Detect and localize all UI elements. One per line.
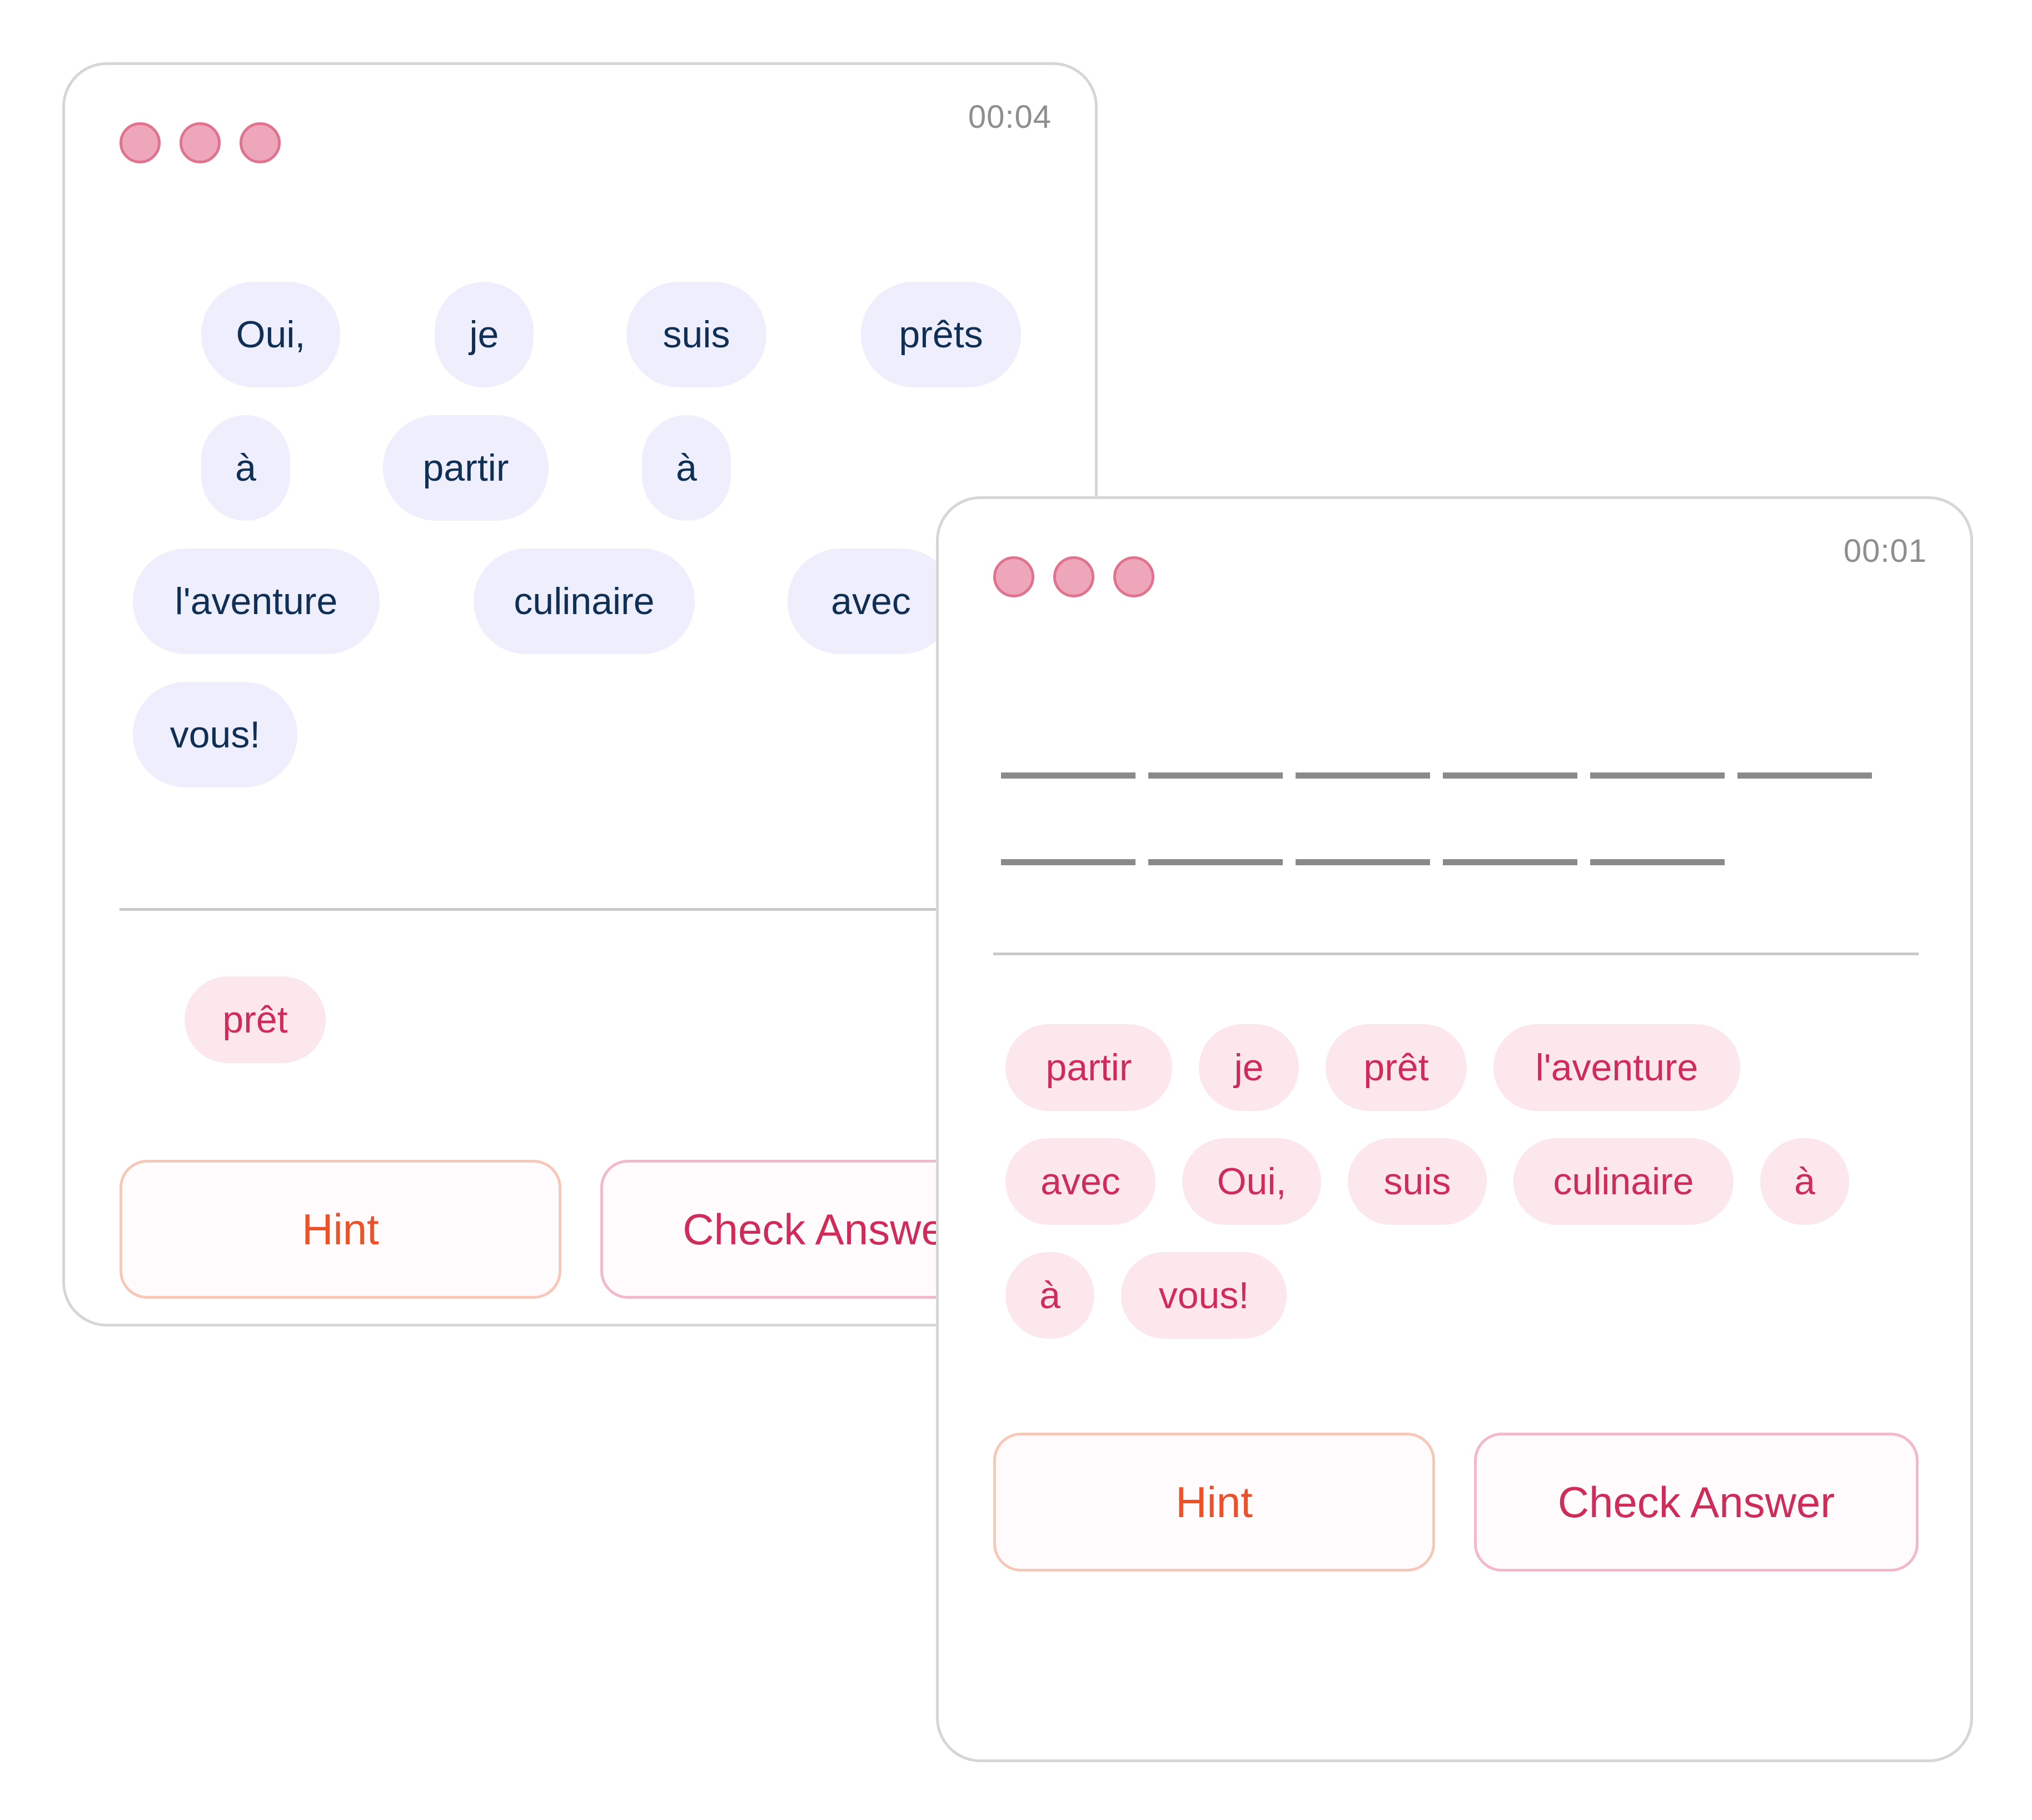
answer-blank[interactable] — [1737, 772, 1872, 779]
maximize-dot-icon[interactable] — [1113, 556, 1154, 597]
word-bank-chip[interactable]: Oui, — [1182, 1138, 1321, 1225]
word-bank-chip[interactable]: avec — [1005, 1138, 1156, 1225]
timer: 00:04 — [968, 99, 1052, 135]
word-bank-chip[interactable]: à — [1760, 1138, 1849, 1225]
answer-word[interactable]: Oui, — [201, 282, 340, 387]
word-bank-chip[interactable]: suis — [1348, 1138, 1487, 1225]
answer-word[interactable]: prêts — [861, 282, 1021, 387]
check-answer-button[interactable]: Check Answer — [1474, 1433, 1919, 1572]
word-bank-chip[interactable]: vous! — [1121, 1252, 1287, 1339]
answer-word[interactable]: partir — [383, 415, 549, 521]
answer-blank[interactable] — [1590, 859, 1725, 865]
divider — [993, 953, 1919, 955]
answer-blank[interactable] — [1296, 772, 1430, 779]
word-bank-chip[interactable]: je — [1199, 1024, 1299, 1111]
back-exercise-window: 00:04 Oui, je suis prêts à partir à l'av… — [62, 62, 1098, 1327]
answer-blank[interactable] — [1590, 772, 1725, 779]
front-exercise-window: 00:01 partir je prêt l'aventure avec Oui… — [936, 496, 1973, 1762]
minimize-dot-icon[interactable] — [180, 122, 221, 163]
word-bank-chip[interactable]: l'aventure — [1493, 1024, 1740, 1111]
answer-word[interactable]: à — [201, 415, 290, 521]
answer-word[interactable]: suis — [626, 282, 766, 387]
answer-blank[interactable] — [1443, 772, 1577, 779]
answer-word[interactable]: avec — [788, 549, 954, 654]
close-dot-icon[interactable] — [993, 556, 1034, 597]
hint-button[interactable]: Hint — [119, 1160, 561, 1299]
hint-button[interactable]: Hint — [993, 1433, 1435, 1572]
answer-blank[interactable] — [1148, 859, 1283, 865]
close-dot-icon[interactable] — [119, 122, 161, 163]
answer-word[interactable]: à — [642, 415, 731, 521]
answer-blank[interactable] — [1001, 859, 1135, 865]
minimize-dot-icon[interactable] — [1053, 556, 1094, 597]
answer-blank[interactable] — [1001, 772, 1135, 779]
divider — [119, 908, 1042, 911]
answer-blank[interactable] — [1296, 859, 1430, 865]
timer: 00:01 — [1843, 533, 1927, 569]
word-bank-chip[interactable]: culinaire — [1513, 1138, 1734, 1225]
answer-blank[interactable] — [1443, 859, 1577, 865]
word-bank-chip[interactable]: prêt — [185, 976, 326, 1063]
answer-word[interactable]: l'aventure — [133, 549, 380, 654]
answer-word[interactable]: vous! — [133, 682, 297, 787]
answer-word[interactable]: culinaire — [474, 549, 695, 654]
word-bank-chip[interactable]: à — [1005, 1252, 1094, 1339]
answer-word[interactable]: je — [435, 282, 534, 387]
word-bank-chip[interactable]: partir — [1005, 1024, 1172, 1111]
maximize-dot-icon[interactable] — [240, 122, 281, 163]
word-bank-chip[interactable]: prêt — [1326, 1024, 1467, 1111]
answer-blank[interactable] — [1148, 772, 1283, 779]
